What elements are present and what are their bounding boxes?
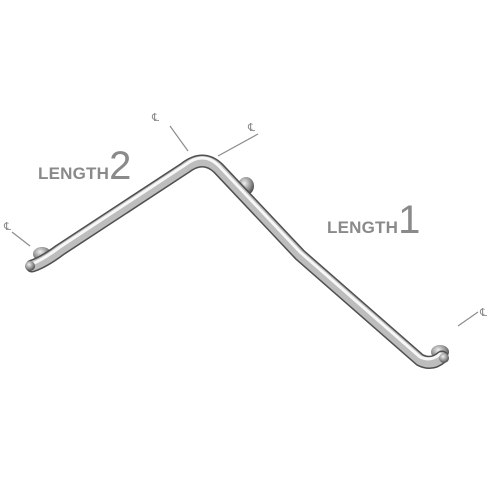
grab-bar [25,154,449,369]
centerline-icon: ℄ [151,111,159,124]
bar-end-left [25,261,35,271]
centerline-icon: ℄ [3,220,11,233]
length-1-word: LENGTH [327,218,399,237]
length-1-label: LENGTH1 [327,200,420,240]
length-1-number: 1 [398,198,421,242]
length-2-word: LENGTH [38,164,110,183]
length-2-label: LENGTH2 [38,146,131,186]
bar-end-right [439,353,449,363]
dimension-lines [11,125,479,327]
centerline-icon: ℄ [247,121,255,134]
centerline-icon: ℄ [479,306,487,319]
centerline-symbols: ℄ ℄ ℄ ℄ [3,111,487,319]
length-2-number: 2 [109,144,132,188]
